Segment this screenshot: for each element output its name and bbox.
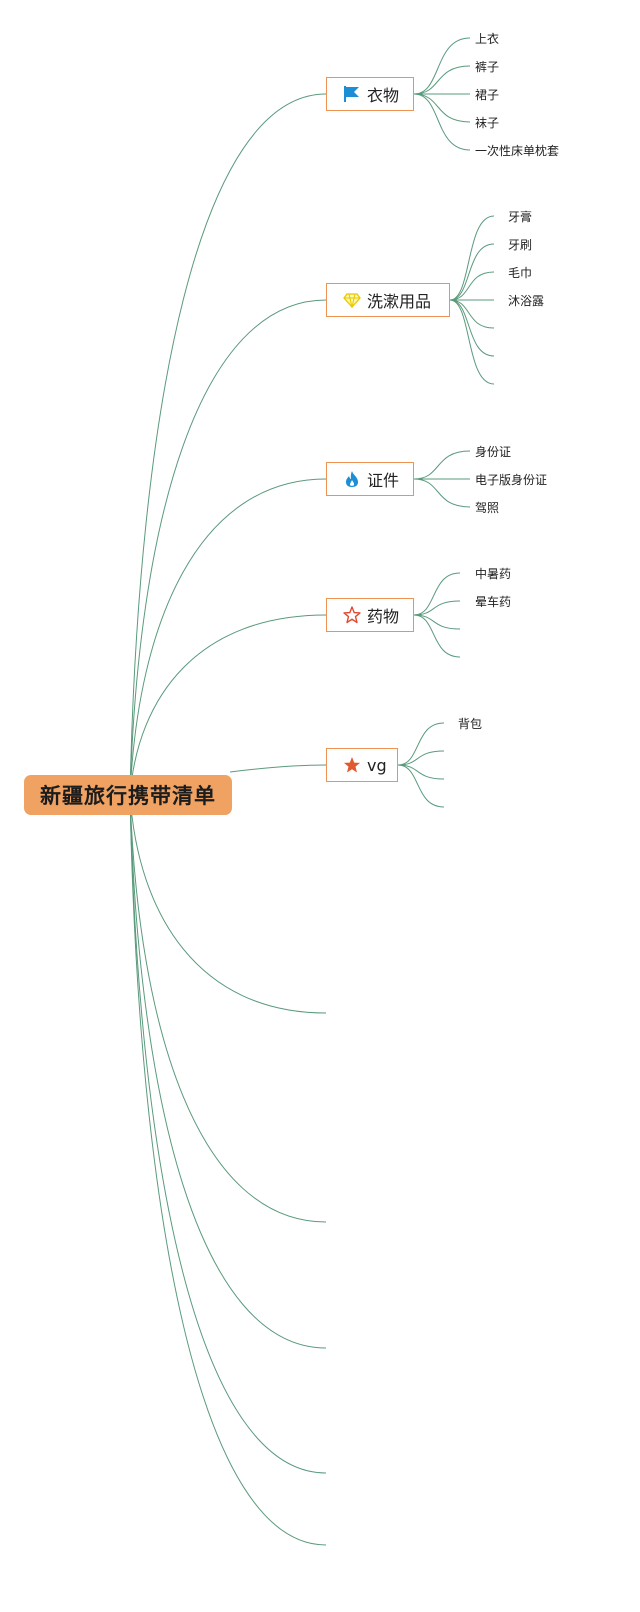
branch-label: 证件 (367, 471, 400, 490)
leaf-item[interactable]: 电子版身份证 (475, 473, 548, 487)
leaf-connector (449, 299, 495, 385)
leaf-connector (413, 614, 461, 630)
leaf-connector (413, 37, 471, 95)
branch-connector (129, 478, 327, 796)
leaf-item[interactable]: 身份证 (475, 445, 512, 459)
leaf-connector (413, 600, 461, 616)
leaf-connector (449, 299, 495, 329)
leaf-item[interactable]: 晕车药 (475, 595, 512, 609)
leaf-connector (413, 614, 461, 658)
star-outline-icon (343, 606, 361, 624)
branch-connector (229, 764, 327, 773)
branch-vg[interactable]: vg (326, 748, 398, 782)
branch-connector (129, 299, 327, 796)
leaf-connector (413, 93, 471, 123)
branch-connector (129, 794, 327, 1349)
branch-label: vg (367, 755, 387, 775)
branch-connector (129, 93, 327, 796)
leaf-connector (413, 478, 471, 508)
flag-icon (343, 85, 361, 103)
leaf-item[interactable]: 背包 (458, 717, 483, 731)
branch-label: 洗漱用品 (367, 292, 432, 311)
leaf-item[interactable]: 一次性床单枕套 (475, 144, 560, 158)
leaf-connector (413, 65, 471, 95)
leaf-item[interactable]: 牙刷 (508, 238, 533, 252)
leaf-connector (449, 243, 495, 301)
leaf-item[interactable]: 中暑药 (475, 567, 512, 581)
branch-medicine[interactable]: 药物 (326, 598, 414, 632)
leaf-item[interactable]: 裙子 (475, 88, 500, 102)
branch-connector (129, 794, 327, 1223)
flame-icon (343, 470, 361, 488)
leaf-item[interactable]: 沐浴露 (508, 294, 545, 308)
star-filled-icon (343, 756, 361, 774)
leaf-item[interactable]: 牙膏 (508, 210, 533, 224)
leaf-item[interactable]: 驾照 (475, 501, 500, 515)
leaf-item[interactable]: 袜子 (475, 116, 500, 130)
leaf-connector (413, 572, 461, 616)
branch-connector (129, 794, 327, 1014)
branch-connector (129, 794, 327, 1474)
leaf-connector (413, 93, 471, 151)
leaf-item[interactable]: 裤子 (475, 60, 500, 74)
leaf-item[interactable]: 上衣 (475, 32, 500, 46)
leaf-connector (413, 450, 471, 480)
leaf-connector (449, 215, 495, 301)
branch-label: 药物 (367, 607, 400, 626)
branch-documents[interactable]: 证件 (326, 462, 414, 496)
leaf-connector (397, 722, 445, 766)
leaf-connector (397, 764, 445, 780)
leaf-item[interactable]: 毛巾 (508, 266, 533, 280)
leaf-connector (449, 271, 495, 301)
branch-clothing[interactable]: 衣物 (326, 77, 414, 111)
branch-connector (129, 614, 327, 796)
leaf-connector (397, 750, 445, 766)
leaf-connector (397, 764, 445, 808)
branch-label: 衣物 (367, 86, 400, 105)
branch-toiletries[interactable]: 洗漱用品 (326, 283, 450, 317)
diamond-icon (343, 291, 361, 309)
branch-connector (129, 794, 327, 1546)
root-node[interactable]: 新疆旅行携带清单 (24, 775, 232, 815)
leaf-connector (449, 299, 495, 357)
